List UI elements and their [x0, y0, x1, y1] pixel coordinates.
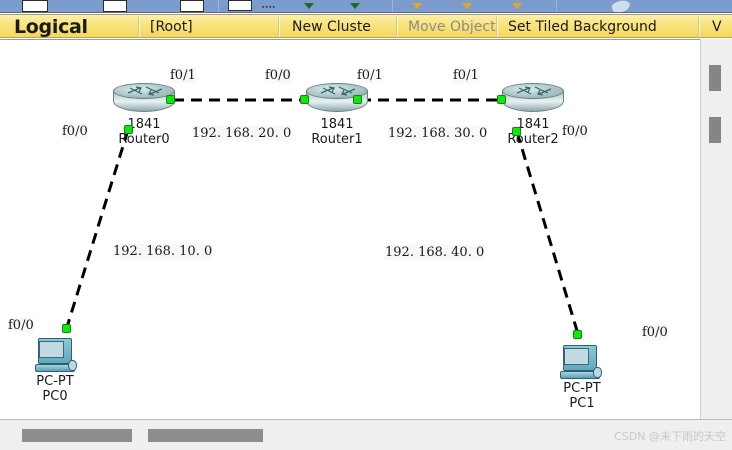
link-status-dot-router2-f00[interactable]	[512, 127, 521, 136]
new-file-icon[interactable]	[22, 0, 48, 12]
router-arrows-icon	[127, 86, 163, 96]
view-context-bar: Logical [Root] New Cluste Move Object Se…	[0, 14, 732, 38]
interface-label-router0-f00: f0/0	[62, 124, 88, 139]
link-status-dot-pc1-f00[interactable]	[573, 330, 582, 339]
link-status-dot-router1-f01[interactable]	[353, 95, 362, 104]
router-icon	[502, 83, 564, 117]
link-status-dot-pc0-f00[interactable]	[62, 324, 71, 333]
logical-topology-canvas[interactable]: 1841 Router0 1841 Router1	[0, 39, 700, 419]
pc-icon	[35, 338, 81, 378]
toolbar-separator-2	[392, 0, 393, 12]
interface-label-pc1-f00: f0/0	[642, 325, 668, 340]
interface-label-router0-f01: f0/1	[170, 68, 196, 83]
inspect-tool-icon[interactable]	[610, 0, 632, 12]
set-tiled-background-button[interactable]: Set Tiled Background	[508, 19, 657, 35]
device-model: 1841	[320, 117, 354, 132]
move-object-button[interactable]: Move Object	[408, 19, 496, 35]
device-palette-strip[interactable]	[700, 39, 732, 419]
network-label-192-168-30-0: 192. 168. 30. 0	[388, 126, 488, 141]
pc-mouse	[68, 360, 77, 371]
viewbar-divider-3	[396, 17, 398, 37]
device-caption-router0: 1841 Router0	[118, 117, 169, 147]
router-icon	[113, 83, 175, 117]
network-label-192-168-40-0: 192. 168. 40. 0	[385, 245, 485, 260]
router-top	[502, 83, 564, 99]
device-caption-pc1: PC-PT PC1	[563, 381, 600, 411]
interface-label-pc0-f00: f0/0	[8, 318, 34, 333]
device-router0[interactable]: 1841 Router0	[113, 83, 175, 147]
undo-icon[interactable]	[304, 3, 314, 9]
link-status-dot-router2-f01[interactable]	[497, 95, 506, 104]
redo-icon[interactable]	[350, 3, 360, 9]
device-router1[interactable]: 1841 Router1	[306, 83, 368, 147]
new-cluster-button[interactable]: New Cluste	[292, 19, 371, 35]
device-name: Router2	[507, 132, 559, 147]
main-toolbar: ▪▪▪▪	[0, 0, 732, 13]
zoom-reset-icon[interactable]	[462, 3, 472, 9]
device-caption-router2: 1841 Router2	[507, 117, 558, 147]
router-top	[113, 83, 175, 99]
pc-screen	[564, 348, 589, 365]
status-block-1[interactable]	[22, 429, 132, 442]
link-router0-pc0	[65, 129, 130, 328]
link-status-dot-router1-f00[interactable]	[300, 95, 309, 104]
device-router2[interactable]: 1841 Router2	[502, 83, 564, 147]
router-icon	[306, 83, 368, 117]
toolbar-separator-3	[556, 0, 557, 12]
viewbar-divider-5	[698, 17, 700, 37]
pc-screen	[39, 341, 64, 358]
device-model: 1841	[127, 117, 161, 132]
status-block-2[interactable]	[148, 429, 263, 442]
network-label-192-168-20-0: 192. 168. 20. 0	[192, 126, 292, 141]
zoom-out-icon[interactable]	[512, 3, 522, 9]
router-arrows-icon	[516, 86, 552, 96]
viewbar-divider-4	[496, 17, 498, 37]
device-name: Router0	[118, 132, 170, 147]
link-status-dot-router0-f00[interactable]	[124, 125, 133, 134]
device-name: PC0	[42, 389, 68, 404]
device-model: PC-PT	[563, 381, 601, 396]
device-pc1[interactable]: PC-PT PC1	[560, 345, 606, 411]
pc-icon	[560, 345, 606, 385]
device-name: Router1	[311, 132, 363, 147]
csdn-watermark: CSDN @未下雨的天空	[614, 430, 726, 443]
link-layer	[65, 98, 580, 335]
viewbar-divider-1	[138, 17, 140, 37]
zoom-in-icon[interactable]	[412, 3, 422, 9]
status-bar: CSDN @未下雨的天空	[0, 419, 732, 450]
interface-label-router1-f00: f0/0	[265, 68, 291, 83]
link-router2-pc1	[515, 131, 580, 335]
device-caption-router1: 1841 Router1	[311, 117, 362, 147]
link-status-dot-router0-f01[interactable]	[166, 95, 175, 104]
device-model: 1841	[516, 117, 550, 132]
palette-button-2[interactable]	[709, 117, 721, 143]
device-caption-pc0: PC-PT PC0	[36, 374, 73, 404]
interface-label-router1-f01: f0/1	[357, 68, 383, 83]
router-top	[306, 83, 368, 99]
device-model: PC-PT	[36, 374, 74, 389]
activity-wizard-icon[interactable]: ▪▪▪▪	[262, 4, 276, 11]
interface-label-router2-f00: f0/0	[562, 124, 588, 139]
palette-button-1[interactable]	[709, 65, 721, 91]
viewport-button[interactable]: V	[712, 19, 722, 35]
cluster-root[interactable]: [Root]	[150, 19, 193, 35]
network-label-192-168-10-0: 192. 168. 10. 0	[113, 244, 213, 259]
view-mode-logical[interactable]: Logical	[14, 16, 88, 38]
pc-mouse	[593, 367, 602, 378]
router-arrows-icon	[320, 86, 356, 96]
device-name: PC1	[569, 396, 595, 411]
device-pc0[interactable]: PC-PT PC0	[35, 338, 81, 404]
viewbar-divider-2	[278, 17, 280, 37]
interface-label-router2-f01: f0/1	[453, 68, 479, 83]
open-file-icon[interactable]	[103, 0, 127, 12]
save-file-icon[interactable]	[180, 0, 204, 12]
toolbar-separator-1	[218, 0, 219, 12]
print-icon[interactable]	[228, 0, 252, 11]
